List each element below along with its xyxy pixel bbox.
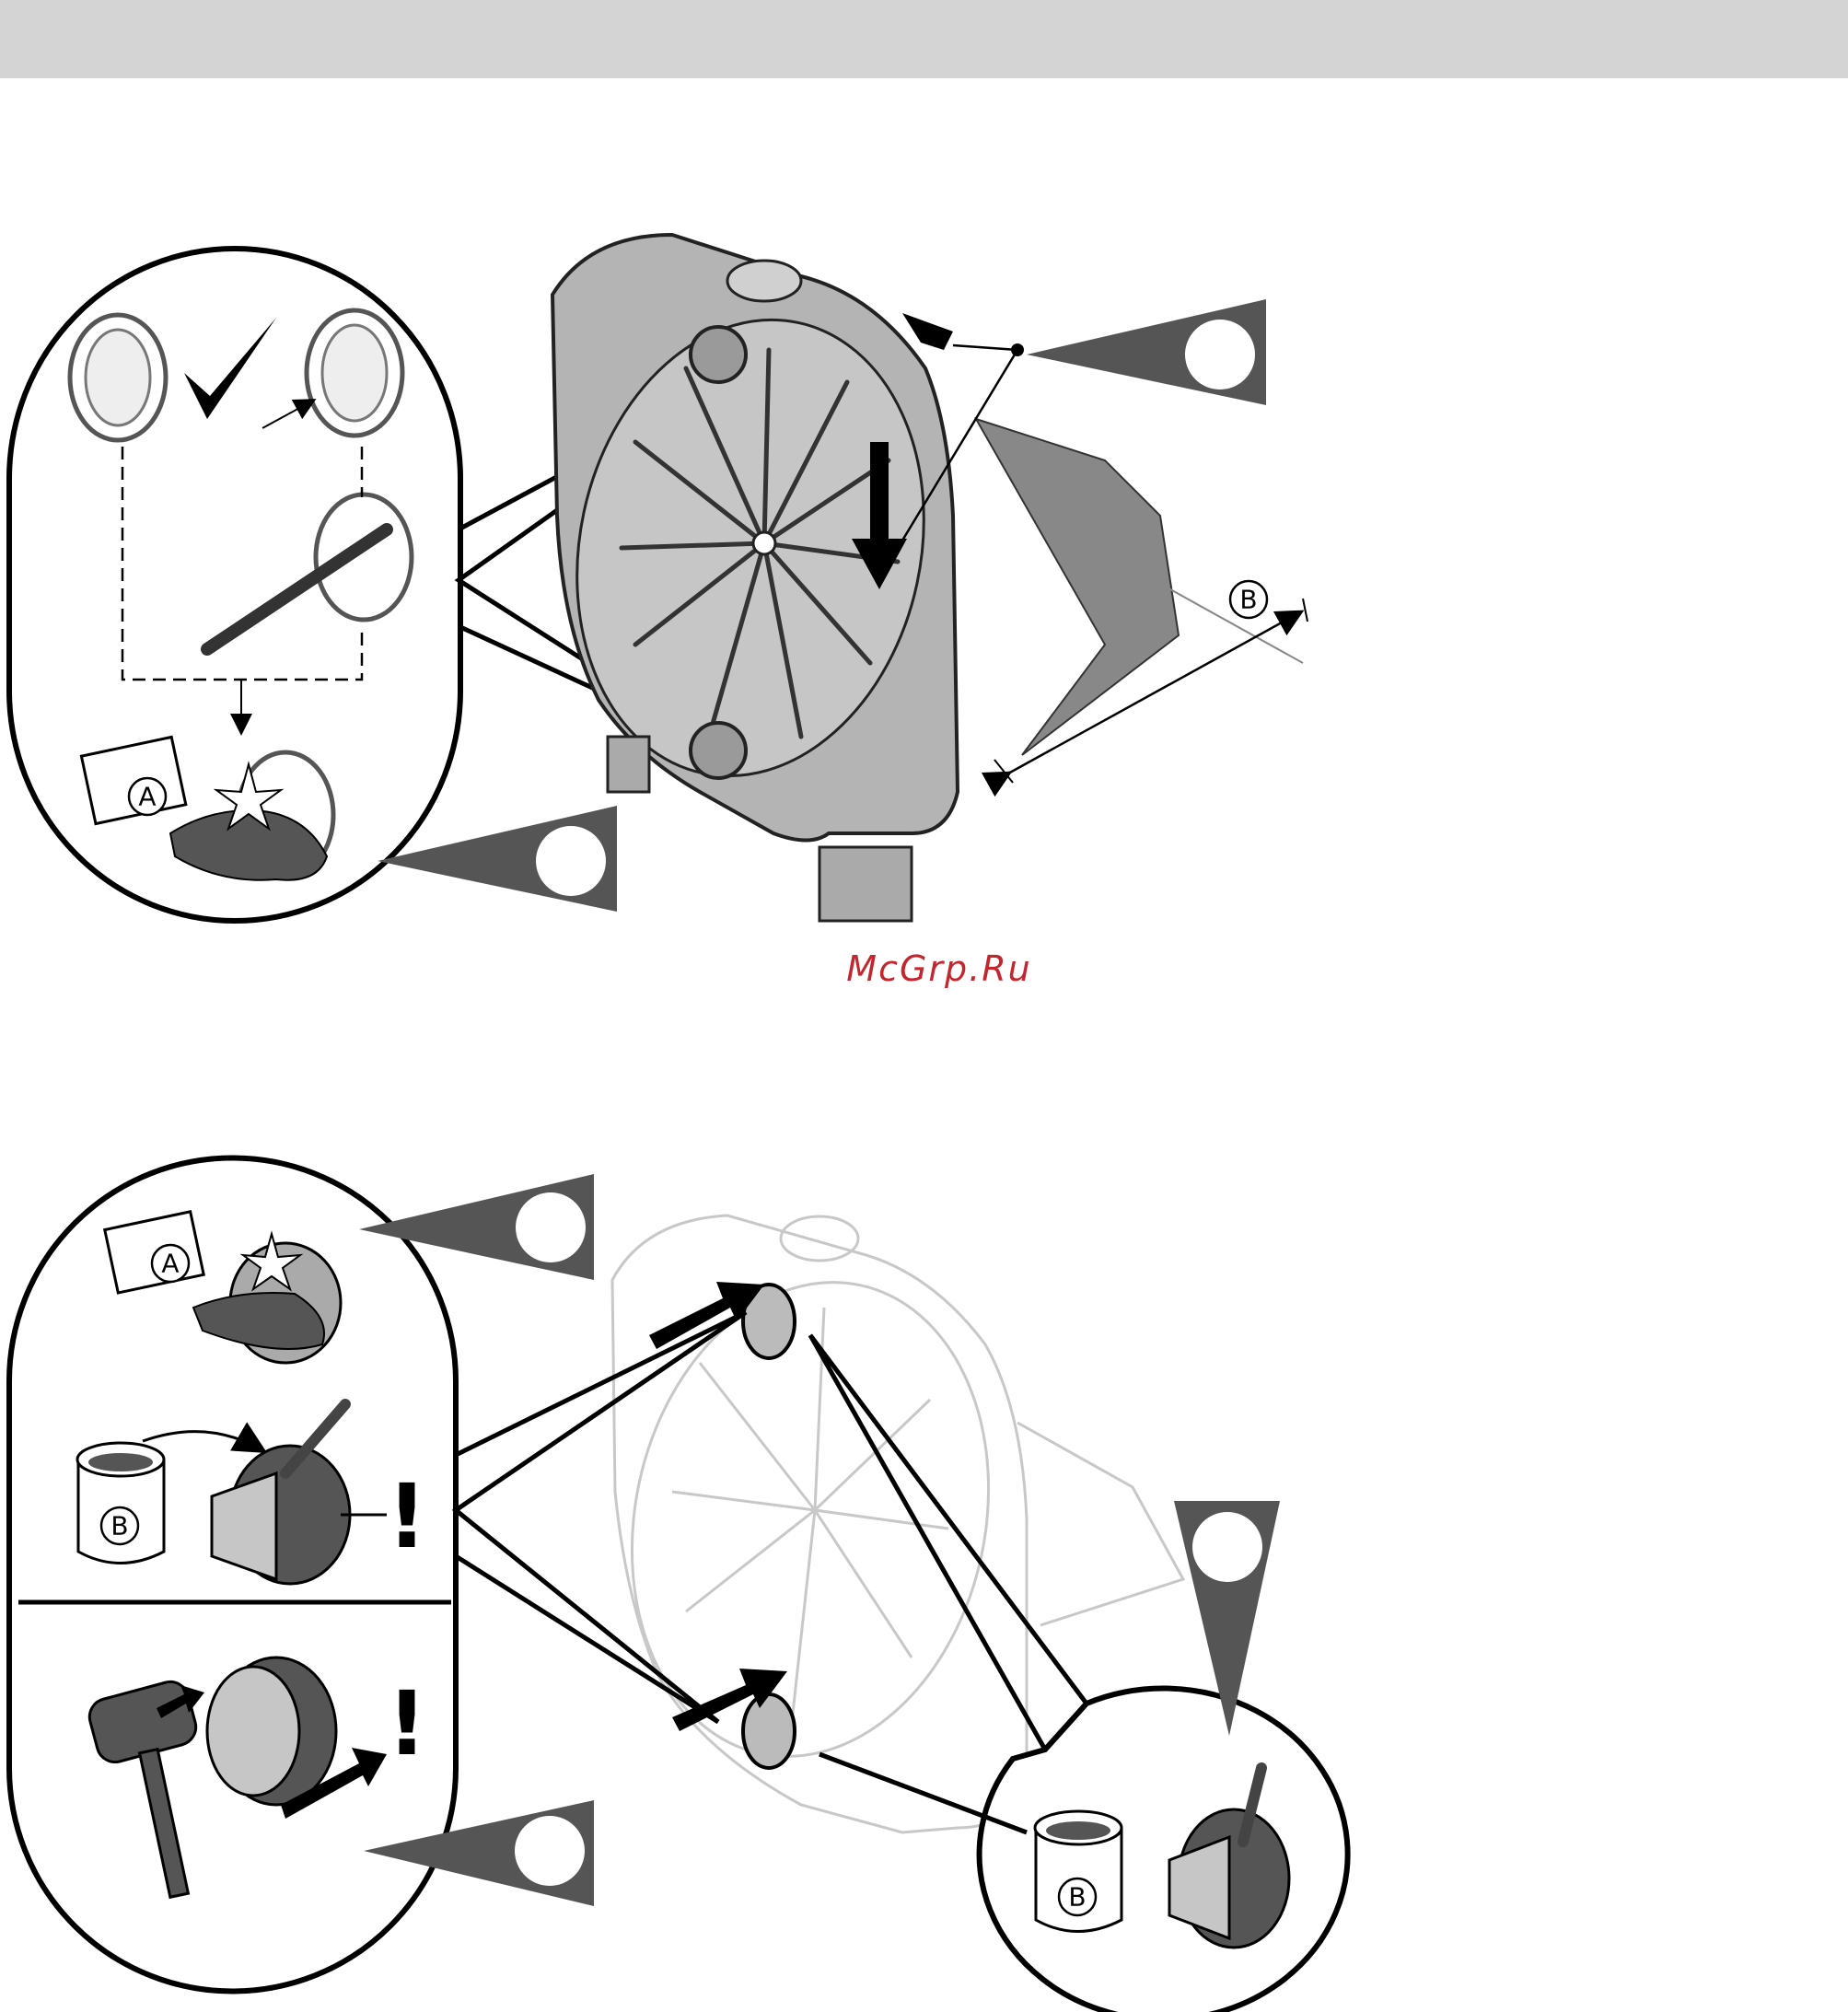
dimension-b-label: B bbox=[1239, 585, 1257, 615]
top-right-callout-circle bbox=[1185, 320, 1255, 390]
cleaning-agent-label: A bbox=[138, 782, 156, 812]
bottom-cleaning-agent-label: A bbox=[161, 1249, 179, 1279]
lubricant-label-left: B bbox=[110, 1511, 128, 1541]
warning-mark-2: ! bbox=[387, 1672, 427, 1775]
pump-housing bbox=[536, 235, 1179, 921]
lower-bushing bbox=[743, 1694, 795, 1768]
lubricant-label-right: B bbox=[1068, 1882, 1086, 1913]
bottom-diagram: A B ! ! bbox=[9, 1158, 1348, 2012]
top-diagram: B A bbox=[9, 235, 1308, 921]
watermark: McGrp.Ru bbox=[838, 948, 1040, 989]
warning-mark-1: ! bbox=[387, 1465, 427, 1568]
